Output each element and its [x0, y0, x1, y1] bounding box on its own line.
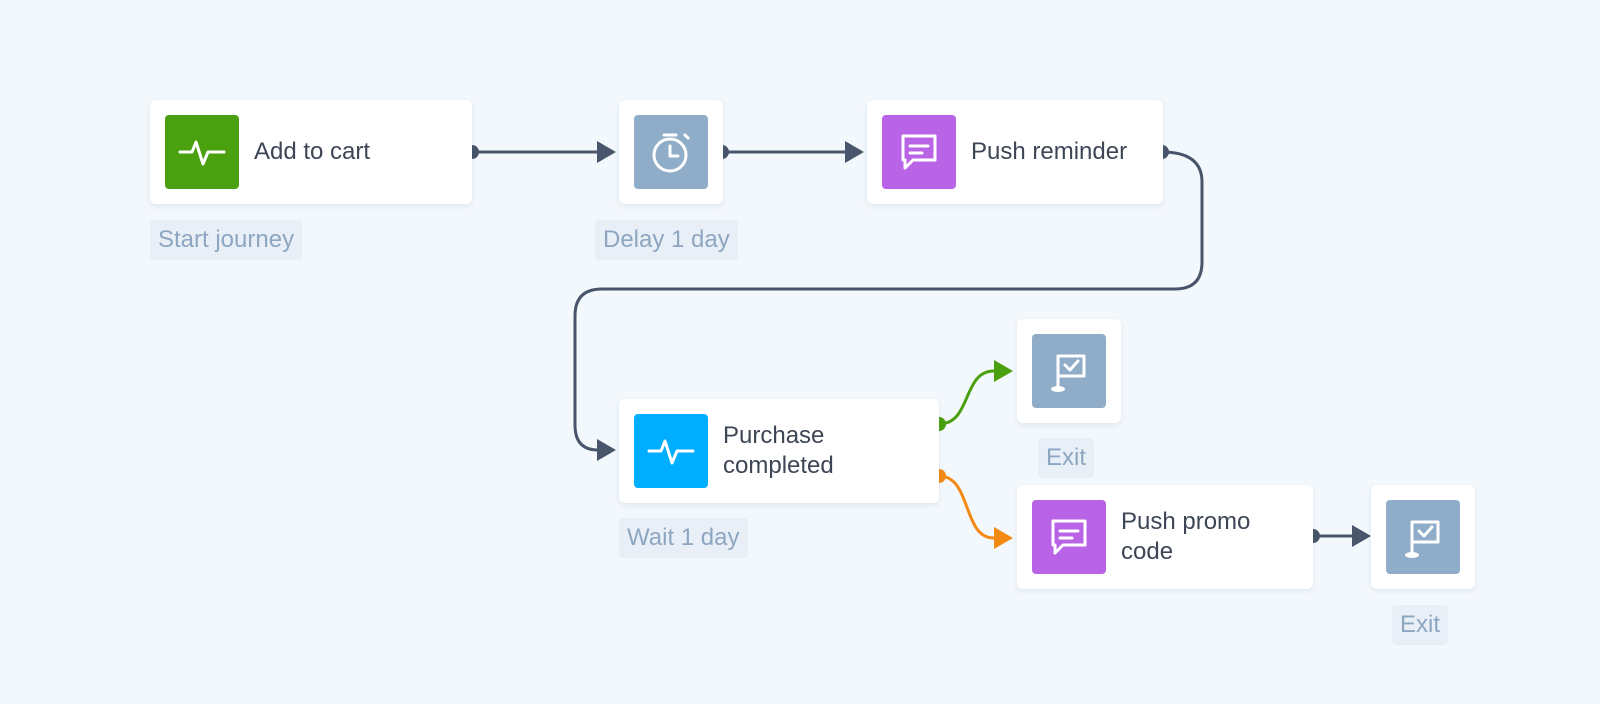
- message-icon: [882, 115, 956, 189]
- flag-check-icon: [1032, 334, 1106, 408]
- stopwatch-icon: [634, 115, 708, 189]
- node-label: Push reminder: [971, 138, 1128, 165]
- node-add-to-cart[interactable]: Add to cart: [150, 100, 472, 204]
- flag-check-icon: [1386, 500, 1460, 574]
- activity-icon: [634, 414, 708, 488]
- node-label-line2: completed: [723, 452, 834, 479]
- node-label: Add to cart: [254, 138, 371, 165]
- node-exit-bottom[interactable]: [1371, 485, 1475, 589]
- arrowhead-no: [994, 527, 1013, 549]
- node-delay[interactable]: [619, 100, 723, 204]
- tag-delay: Delay 1 day: [595, 220, 738, 260]
- tag-wait: Wait 1 day: [619, 518, 748, 558]
- connector-purchase-to-promo-no: [938, 474, 1000, 540]
- connector-purchase-to-exit-yes: [938, 369, 1000, 426]
- arrowhead-yes: [994, 360, 1013, 382]
- node-exit-top[interactable]: [1017, 319, 1121, 423]
- node-label-line2: code: [1121, 538, 1174, 565]
- activity-icon: [165, 115, 239, 189]
- arrowhead: [597, 141, 616, 163]
- node-label-line1: Purchase: [723, 422, 825, 449]
- node-purchase-completed[interactable]: Purchase completed: [619, 399, 939, 503]
- node-label-line1: Push promo: [1121, 508, 1251, 535]
- node-push-reminder[interactable]: Push reminder: [867, 100, 1163, 204]
- node-push-promo[interactable]: Push promo code: [1017, 485, 1313, 589]
- arrowhead: [845, 141, 864, 163]
- connector-reminder-to-purchase: [573, 150, 1204, 452]
- tag-exit-top: Exit: [1038, 438, 1095, 478]
- tag-start-journey: Start journey: [150, 220, 303, 260]
- arrowhead: [1352, 525, 1371, 547]
- arrowhead: [597, 439, 616, 461]
- tag-exit-bottom: Exit: [1392, 605, 1449, 645]
- message-icon: [1032, 500, 1106, 574]
